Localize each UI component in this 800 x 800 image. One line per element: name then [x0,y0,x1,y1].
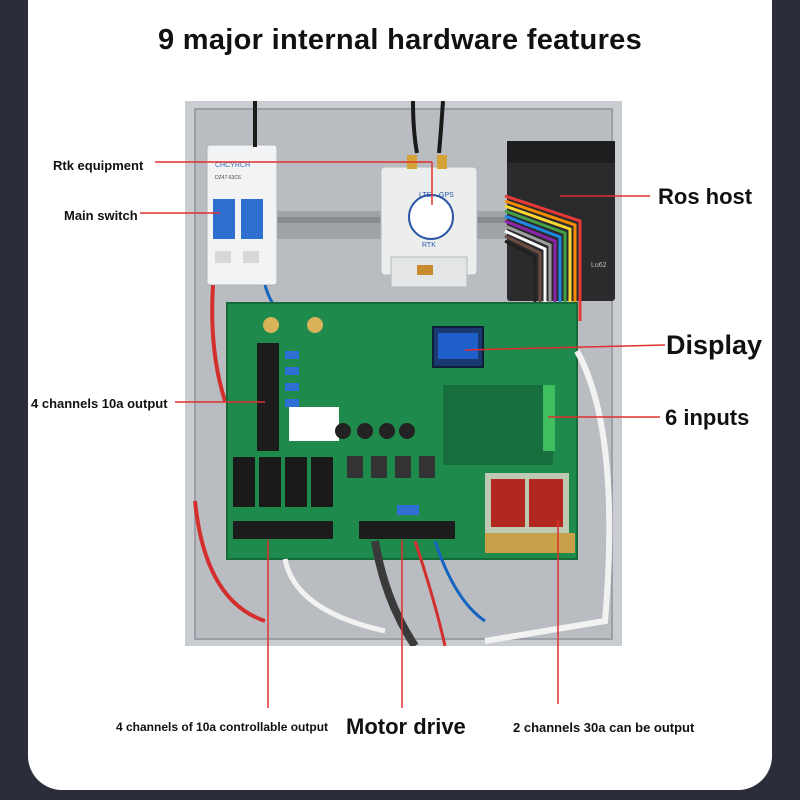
label-main-switch: Main switch [64,208,138,223]
label-30a-output: 2 channels 30a can be output [513,720,695,735]
main-pcb [226,302,578,560]
svg-text:DZ47-63C6: DZ47-63C6 [215,175,241,181]
svg-text:Lu62: Lu62 [591,262,607,269]
ribbon-cable [504,194,582,321]
label-motor-drive: Motor drive [346,714,466,739]
label-4-channels-10a-output: 4 channels 10a output [31,396,168,411]
label-controllable-output: 4 channels of 10a controllable output [116,720,329,734]
svg-text:CHCYRCH: CHCYRCH [215,162,250,169]
rtk-module: LTE GPS RTK [380,155,478,288]
label-6-inputs: 6 inputs [665,405,750,430]
label-display: Display [666,330,763,360]
page-title: 9 major internal hardware features [157,24,643,56]
hardware-photo: CHCYRCH DZ47-63C6 LTE GPS RTK Lu6 [185,101,622,646]
svg-text:GPS: GPS [439,192,454,199]
breaker-switch: CHCYRCH DZ47-63C6 [206,144,278,286]
svg-text:RTK: RTK [422,242,436,249]
label-rtk-equipment: Rtk equipment [53,158,144,173]
svg-text:LTE: LTE [419,192,432,199]
label-ros-host: Ros host [658,184,753,209]
